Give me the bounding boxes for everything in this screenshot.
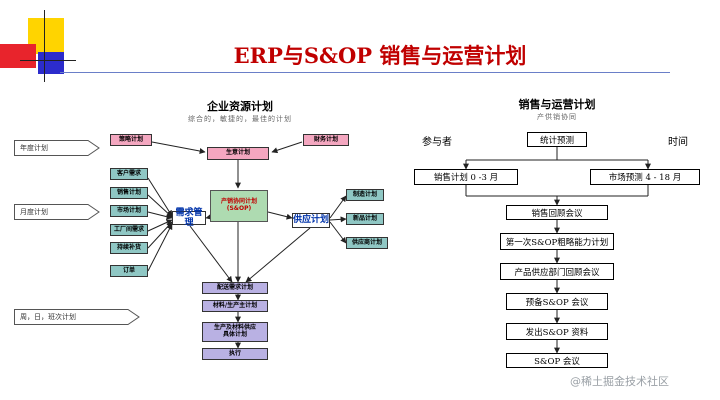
- horizon-weekly-label: 周，日，班次计划: [20, 313, 76, 321]
- sop-box-label: 产销协同计划 (S&OP): [220, 198, 257, 212]
- step-sales-plan: 销售计划 0 -3 月: [414, 169, 518, 185]
- title-underline: [60, 72, 670, 73]
- demand-input-orders: 订单: [110, 265, 148, 277]
- supply-output-newproduct: 新品计划: [346, 213, 384, 225]
- step-statistical-forecast: 统计预测: [527, 132, 587, 147]
- strategy-plan-box: 策略计划: [110, 134, 152, 146]
- step-supply-review: 产品供应部门回顾会议: [500, 263, 614, 280]
- horizon-annual: 年度计划: [14, 140, 100, 156]
- horizon-annual-label: 年度计划: [20, 144, 48, 152]
- right-heading: 销售与运营计划: [518, 98, 596, 111]
- time-label: 时间: [668, 137, 688, 148]
- finance-plan-box: 财务计划: [303, 134, 349, 146]
- horizon-weekly: 周，日，班次计划: [14, 309, 140, 325]
- step-pre-sop-meeting: 预备S&OP 会议: [506, 293, 608, 310]
- page-title: ERP与S&OP 销售与运营计划: [233, 43, 527, 68]
- horizon-monthly: 月度计划: [14, 204, 100, 220]
- chain-distribution-plan: 配送需求计划: [202, 282, 268, 294]
- chain-detailed-plan: 生产及材料供应 具体计划: [202, 322, 268, 342]
- chain-detailed-plan-label: 生产及材料供应 具体计划: [213, 324, 256, 338]
- sop-box: 产销协同计划 (S&OP): [210, 190, 268, 222]
- business-plan-box: 生意计划: [207, 147, 269, 160]
- corner-vline: [44, 10, 45, 82]
- demand-input-replenish: 持续补货: [110, 242, 148, 254]
- corner-hline: [20, 60, 76, 61]
- supply-output-supplier: 供应商计划: [346, 237, 388, 249]
- step-sales-review: 销售回顾会议: [506, 205, 608, 220]
- step-sop-meeting: S&OP 会议: [506, 353, 608, 368]
- demand-management-box: 需求管理: [172, 208, 206, 228]
- watermark: @稀土掘金技术社区: [570, 375, 669, 388]
- chain-material-master-plan: 材料/生产主计划: [202, 300, 268, 312]
- left-heading: 企业资源计划: [207, 100, 273, 113]
- step-market-forecast: 市场预测 4 - 18 月: [590, 169, 700, 185]
- demand-input-interplant: 工厂间需求: [110, 224, 148, 236]
- supply-output-manufacturing: 制造计划: [346, 189, 384, 201]
- corner-red-block: [0, 44, 36, 68]
- right-subheading: 产供销协同: [537, 113, 577, 121]
- chain-execution: 执行: [202, 348, 268, 360]
- horizon-monthly-label: 月度计划: [20, 208, 48, 216]
- supply-plan-box: 供应计划: [292, 213, 330, 228]
- left-subheading: 综合的，敏捷的，最佳的计划: [188, 115, 292, 123]
- participants-label: 参与者: [422, 137, 452, 148]
- step-issue-sop-data: 发出S&OP 资料: [506, 323, 608, 340]
- step-first-rough-capacity: 第一次S&OP粗略能力计划: [500, 233, 614, 250]
- demand-input-customer: 客户需求: [110, 168, 148, 180]
- demand-input-sales: 销售计划: [110, 187, 148, 199]
- demand-input-market: 市场计划: [110, 205, 148, 217]
